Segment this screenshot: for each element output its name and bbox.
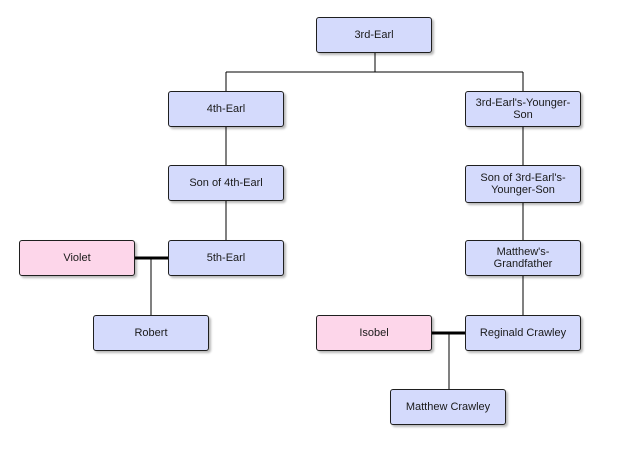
node-label: Matthew's-Grandfather [493, 246, 553, 270]
node-3rd-earls-younger-son[interactable]: 3rd-Earl's-Younger-Son [465, 91, 581, 127]
node-violet[interactable]: Violet [19, 240, 135, 276]
node-matthew-crawley[interactable]: Matthew Crawley [390, 389, 506, 425]
node-robert[interactable]: Robert [93, 315, 209, 351]
node-label: 3rd-Earl's-Younger-Son [475, 97, 571, 121]
node-matthews-grandfather[interactable]: Matthew's-Grandfather [465, 240, 581, 276]
node-label: 4th-Earl [206, 103, 246, 115]
node-5th-earl[interactable]: 5th-Earl [168, 240, 284, 276]
node-label: 5th-Earl [206, 252, 246, 264]
node-reginald-crawley[interactable]: Reginald Crawley [465, 315, 581, 351]
node-son-of-4th-earl[interactable]: Son of 4th-Earl [168, 165, 284, 201]
node-label: Isobel [359, 327, 389, 339]
node-label: Reginald Crawley [479, 327, 567, 339]
node-label: Son of 4th-Earl [189, 177, 263, 189]
node-3rd-earl[interactable]: 3rd-Earl [316, 17, 432, 53]
node-isobel[interactable]: Isobel [316, 315, 432, 351]
node-son-of-younger-son[interactable]: Son of 3rd-Earl's-Younger-Son [465, 165, 581, 203]
node-label: Violet [63, 252, 91, 264]
node-label: Son of 3rd-Earl's-Younger-Son [480, 172, 566, 196]
node-label: Matthew Crawley [405, 401, 491, 413]
node-label: 3rd-Earl [354, 29, 394, 41]
node-label: Robert [134, 327, 168, 339]
node-4th-earl[interactable]: 4th-Earl [168, 91, 284, 127]
